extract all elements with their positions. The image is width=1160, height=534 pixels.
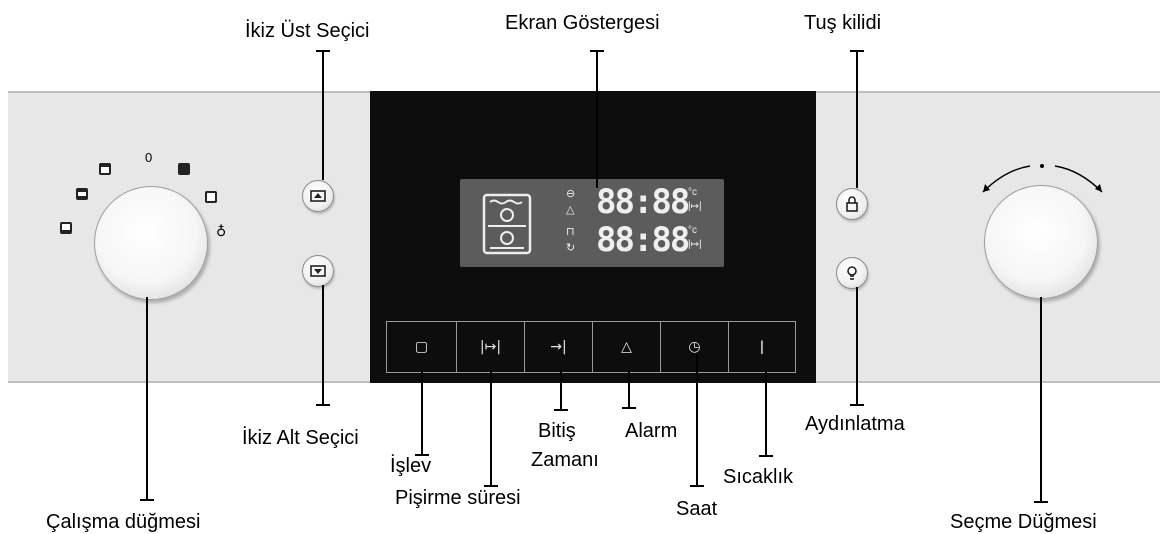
top-heat-icon: [99, 163, 111, 175]
alarm-bell-icon: △: [621, 339, 632, 355]
label-aydinlatma: Aydınlatma: [805, 413, 905, 435]
leader-calisma: [146, 297, 148, 501]
end-time-touch-button[interactable]: →|: [525, 322, 593, 372]
label-sicaklik: Sıcaklık: [723, 466, 794, 488]
lock-small-icon: ⊓: [566, 225, 575, 238]
top-unit-c: °c: [688, 187, 697, 198]
leader-ikiz-ust: [322, 50, 324, 180]
upper-cavity-icon: [310, 190, 326, 202]
top-bottom-heat-icon: [76, 188, 88, 200]
rotation-arrows-icon: [982, 164, 1103, 193]
label-alarm: Alarm: [625, 420, 678, 442]
label-bitis: Bitiş: [538, 420, 576, 442]
leader-aydinlatma-cap: [850, 404, 864, 406]
leader-alarm-cap: [622, 407, 636, 409]
label-ikiz-ust-secici: İkiz Üst Seçici: [245, 20, 370, 42]
twin-upper-selector-button[interactable]: [302, 180, 334, 212]
full-grill-icon: [178, 163, 190, 175]
light-button[interactable]: [836, 257, 868, 289]
leader-ekran: [596, 50, 598, 188]
leader-alarm: [628, 371, 630, 409]
touch-control-bar: ▢ |↦| →| △ ◷ ǀ: [386, 321, 796, 373]
label-saat: Saat: [676, 498, 718, 520]
function-icon: ▢: [414, 339, 429, 355]
label-ikiz-alt-secici: İkiz Alt Seçici: [242, 427, 359, 449]
top-time-digits: 88:88: [596, 182, 690, 222]
leader-islev: [421, 371, 423, 456]
oven-cavity-icon: [482, 193, 532, 255]
label-islev: İşlev: [390, 455, 432, 477]
label-tus-kilidi: Tuş kilidi: [804, 12, 882, 34]
lower-cavity-icon: [310, 265, 326, 277]
top-duration-icon: |↦|: [688, 201, 702, 212]
grill-fan-icon: [205, 191, 217, 203]
leader-tus-kilidi-cap: [850, 50, 864, 52]
leader-calisma-cap: [140, 499, 154, 501]
alarm-touch-button[interactable]: △: [593, 322, 661, 372]
leader-ikiz-ust-cap: [316, 50, 330, 52]
bell-small-icon: △: [566, 203, 575, 216]
leader-aydinlatma: [856, 287, 858, 406]
defrost-icon: ♁: [216, 224, 227, 240]
function-touch-button[interactable]: ▢: [387, 322, 457, 372]
leader-sicaklik-cap: [759, 455, 773, 457]
leader-ikiz-alt-cap: [316, 404, 330, 406]
duration-icon: |↦|: [479, 339, 502, 355]
knob-zero-mark: 0: [145, 150, 153, 165]
bottom-heat-icon: [60, 222, 72, 234]
leader-secme-cap: [1034, 501, 1048, 503]
operation-knob[interactable]: [94, 186, 208, 300]
leader-saat: [696, 354, 698, 487]
label-pisirme-suresi: Pişirme süresi: [395, 487, 521, 509]
leader-tus-kilidi: [856, 50, 858, 188]
label-ekran-gostergesi: Ekran Göstergesi: [505, 12, 660, 34]
leader-islev-cap: [415, 454, 429, 456]
leader-secme: [1040, 297, 1042, 503]
duration-touch-button[interactable]: |↦|: [457, 322, 525, 372]
lock-icon: [846, 196, 858, 212]
clock-small-icon: ⊖: [566, 187, 576, 200]
key-lock-button[interactable]: [836, 188, 868, 220]
lcd-display: ⊖ △ ⊓ ↻ 88:88 88:88 °c |↦| °c |↦|: [460, 179, 724, 267]
label-calisma-dugmesi: Çalışma düğmesi: [46, 511, 201, 533]
clock-icon: ◷: [688, 339, 701, 355]
label-zamani: Zamanı: [531, 449, 599, 471]
bottom-time-digits: 88:88: [596, 220, 690, 260]
label-secme-dugmesi: Seçme Düğmesi: [950, 511, 1097, 533]
rotate-small-icon: ↻: [566, 241, 576, 254]
thermometer-icon: ǀ: [759, 339, 765, 355]
leader-bitis: [560, 371, 562, 411]
light-bulb-icon: [847, 266, 857, 280]
leader-ikiz-alt: [322, 285, 324, 406]
bottom-unit-c: °c: [688, 225, 697, 236]
temperature-touch-button[interactable]: ǀ: [729, 322, 795, 372]
leader-sicaklik: [765, 371, 767, 457]
clock-touch-button[interactable]: ◷: [661, 322, 729, 372]
end-time-icon: →|: [550, 339, 567, 355]
selector-knob[interactable]: [984, 185, 1098, 299]
leader-ekran-cap: [590, 50, 604, 52]
leader-pisirme-cap: [484, 485, 498, 487]
leader-pisirme: [490, 371, 492, 487]
leader-bitis-cap: [554, 409, 568, 411]
twin-lower-selector-button[interactable]: [302, 255, 334, 287]
bottom-duration-icon: |↦|: [688, 239, 702, 250]
leader-saat-cap: [690, 485, 704, 487]
